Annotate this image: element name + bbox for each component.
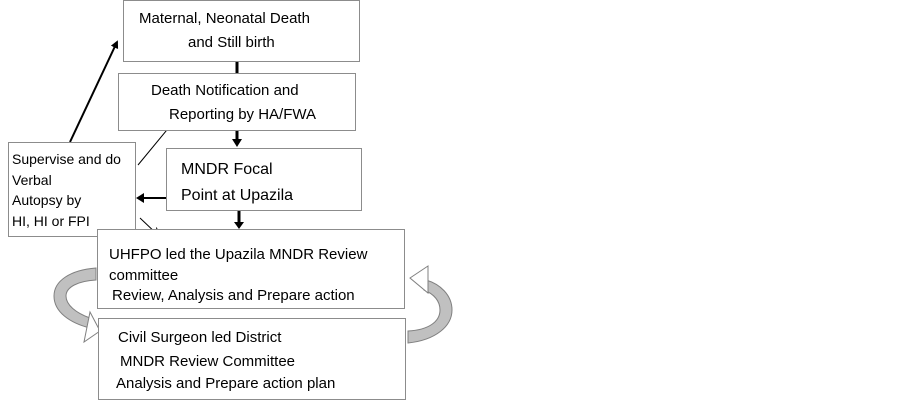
upazila-review-line-2: committee [109,267,179,284]
verbal-autopsy-line-3: Autopsy by [12,192,82,208]
mndr-focal-point-line-2: Point at Upazila [181,187,294,204]
arrow-focal-point-to-upazila-head [234,222,244,229]
cycle-arrow-left [53,267,101,344]
mndr-focal-point-box: MNDR Focal Point at Upazila [166,148,362,211]
verbal-autopsy-line-2: Verbal [12,172,52,188]
arrow-verbal-autopsy-to-mortality [69,40,119,143]
verbal-autopsy-box: Supervise and do Verbal Autopsy by HI, H… [8,142,136,237]
mortality-event-line-1: Maternal, Neonatal Death [139,10,310,27]
death-notification-line-2: Reporting by HA/FWA [169,106,316,123]
district-review-committee-box: Civil Surgeon led District MNDR Review C… [98,318,406,400]
cycle-arrow-right [407,265,453,344]
mndr-focal-point-line-1: MNDR Focal [181,161,273,178]
arrow-notification-to-focal-point-head [232,139,242,147]
upazila-review-line-3: Review, Analysis and Prepare action [112,287,355,304]
death-notification-line-1: Death Notification and [151,82,299,99]
district-review-line-1: Civil Surgeon led District [118,329,282,346]
mortality-event-line-2: and Still birth [188,34,275,51]
death-notification-box: Death Notification and Reporting by HA/F… [118,73,356,131]
upazila-review-line-1: UHFPO led the Upazila MNDR Review [109,246,368,263]
arrow-focal-point-to-verbal-autopsy-head [136,193,144,203]
verbal-autopsy-line-1: Supervise and do [12,151,121,167]
district-review-line-3: Analysis and Prepare action plan [116,375,336,392]
mortality-event-box: Maternal, Neonatal Death and Still birth [123,0,360,62]
verbal-autopsy-line-4: HI, HI or FPI [12,213,90,229]
line-notification-to-verbal-autopsy [137,124,172,166]
district-review-line-2: MNDR Review Committee [120,353,296,370]
upazila-review-committee-box: UHFPO led the Upazila MNDR Review commit… [97,229,405,309]
